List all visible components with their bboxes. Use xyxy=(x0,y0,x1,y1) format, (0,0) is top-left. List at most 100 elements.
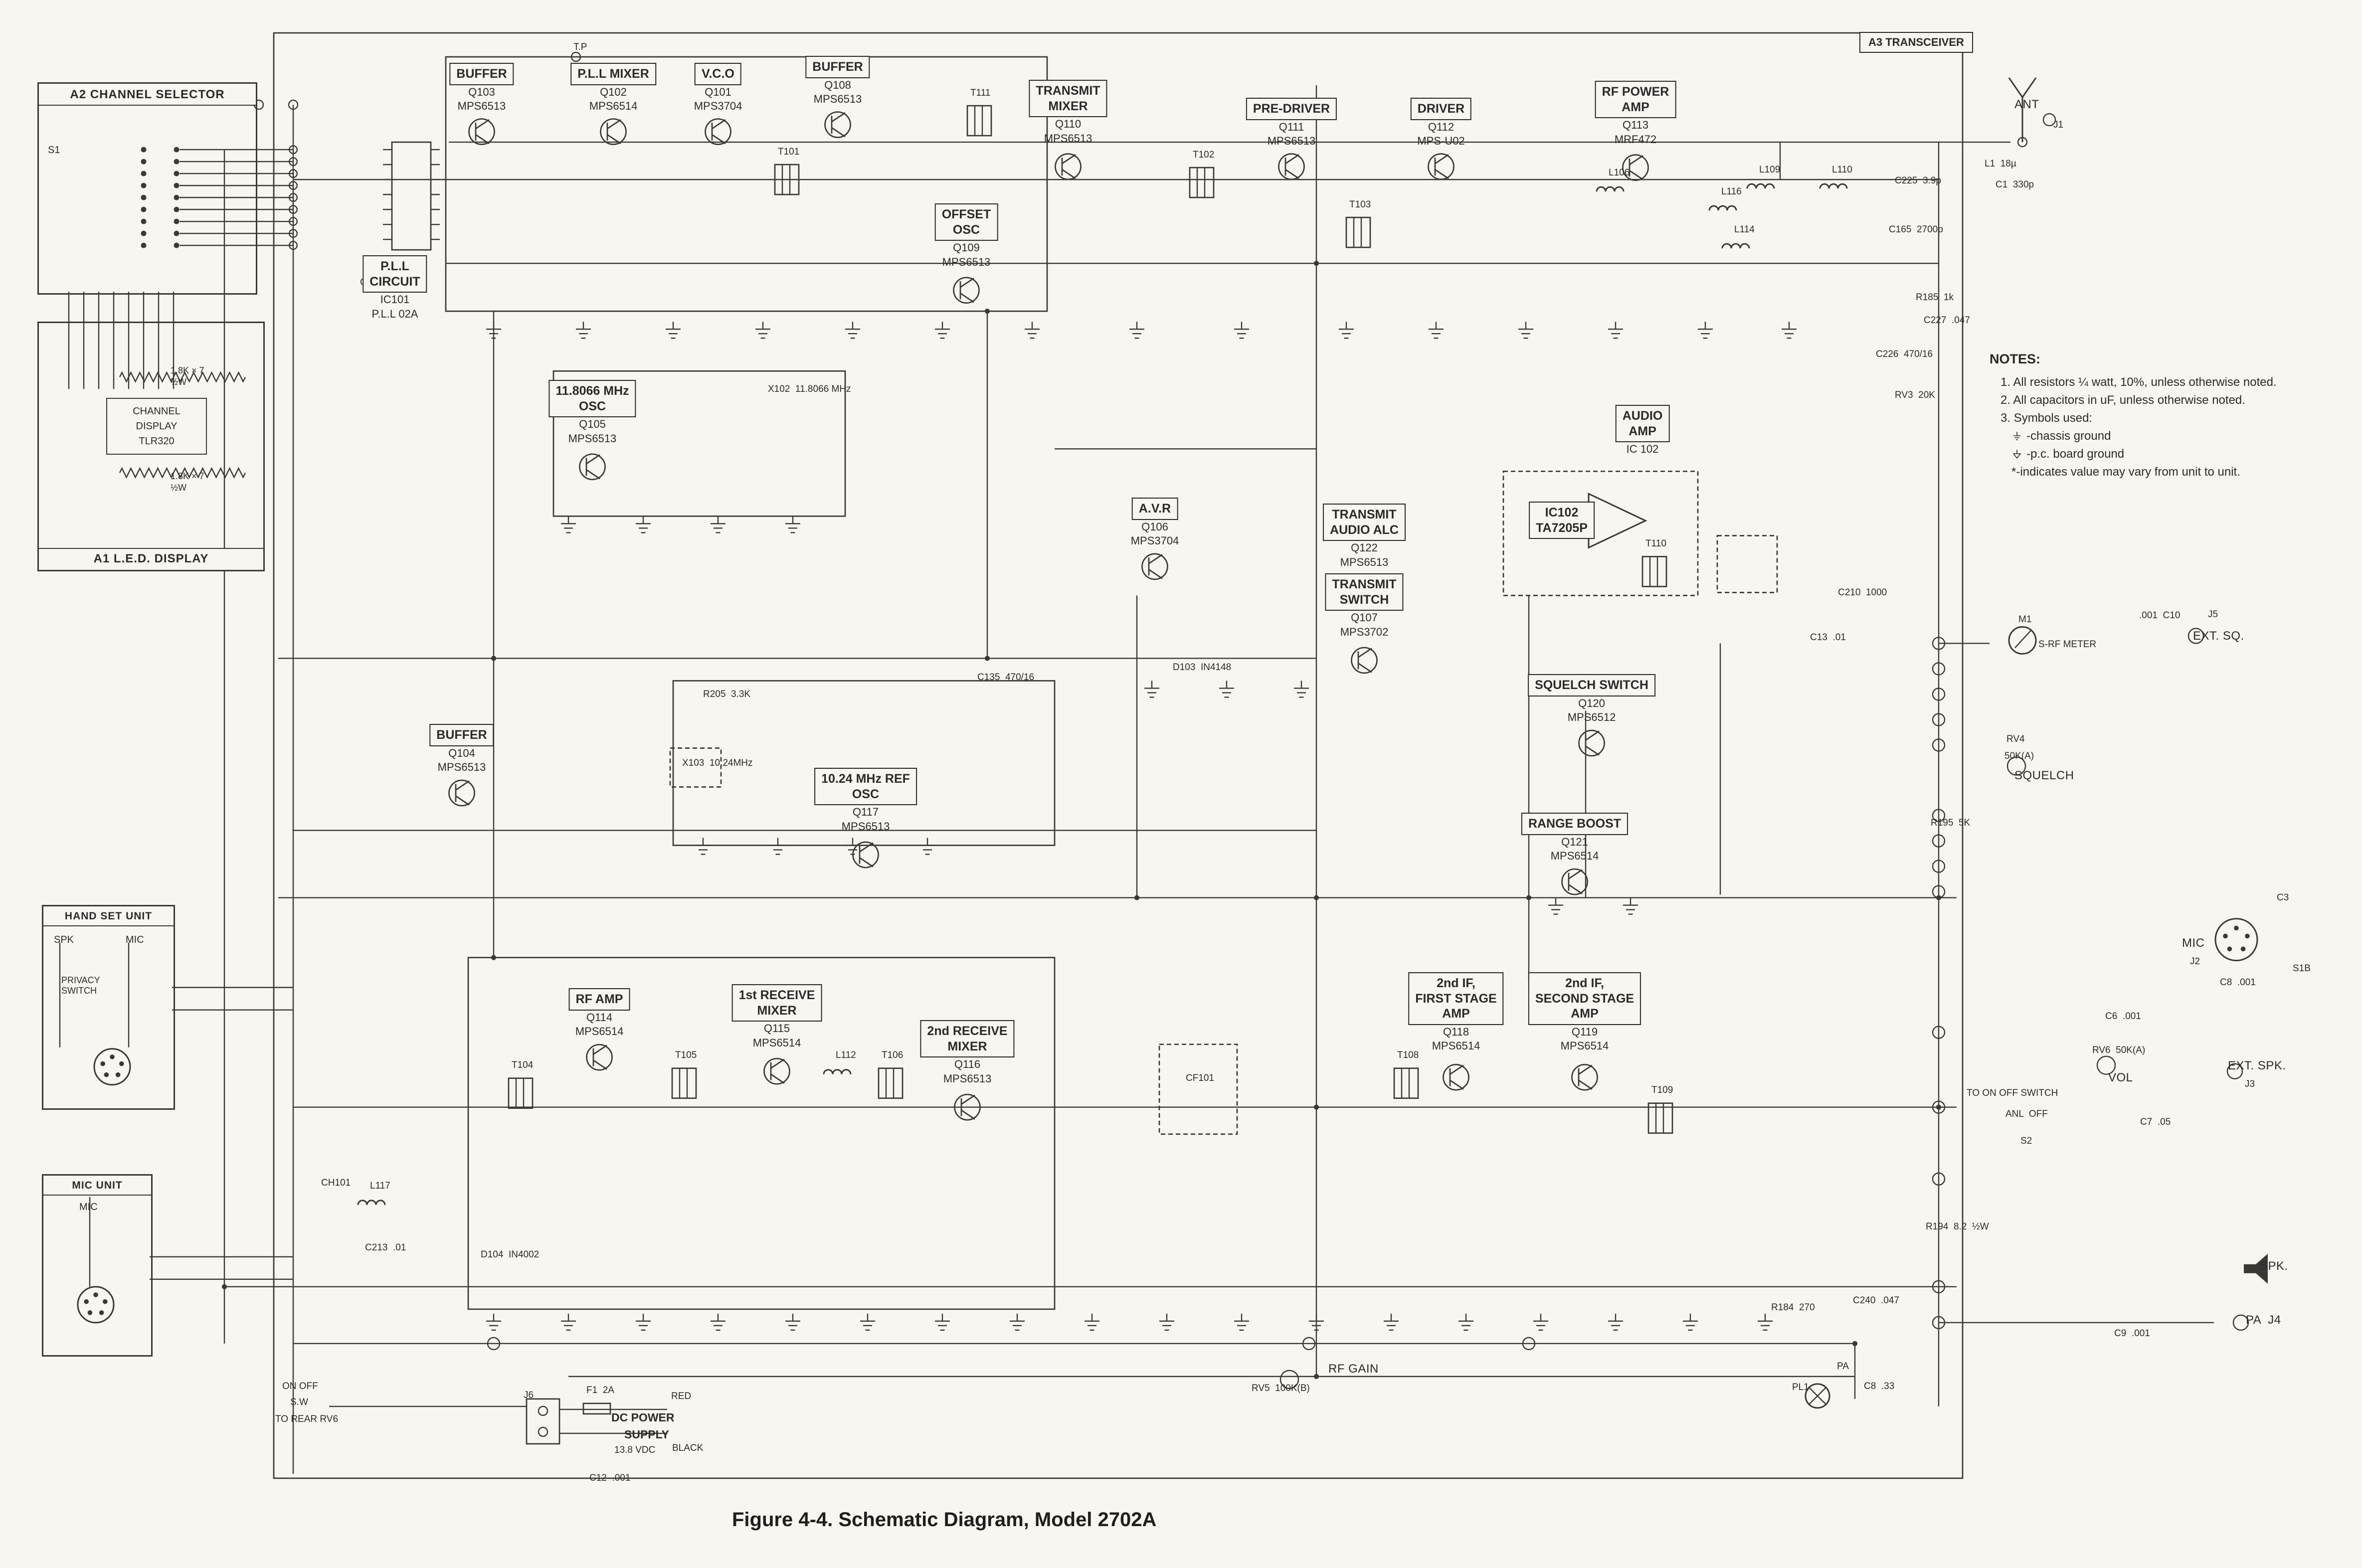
audio-amp-area xyxy=(1502,470,1699,596)
ground-icon xyxy=(920,838,935,855)
component-label: L109 xyxy=(1759,165,1781,175)
block-part-number: MPS6513 xyxy=(457,100,506,113)
resistor-value: 1.8K × 7 xyxy=(171,365,204,375)
channel-selector-switch-label: S1 xyxy=(48,145,60,156)
chip-part-number: TLR320 xyxy=(139,436,175,447)
selector-pin xyxy=(141,242,147,248)
component-label: J2 xyxy=(2190,956,2200,967)
connector-pin xyxy=(2240,946,2246,952)
ground-icon xyxy=(845,838,860,855)
block-reference: Q115 xyxy=(763,1022,790,1035)
block-function-line: 1st RECEIVE xyxy=(738,988,815,1002)
transistor-icon xyxy=(1622,154,1649,181)
antenna-icon xyxy=(2008,77,2037,143)
block-part-number: MPS6513 xyxy=(813,93,862,106)
component-label: RED xyxy=(671,1391,692,1401)
transformer-core xyxy=(974,106,983,136)
terminal xyxy=(1932,809,1946,822)
component-label: TO ON OFF SWITCH xyxy=(1967,1088,2058,1098)
component-label: R185 1k xyxy=(1916,292,1954,303)
control-label: PA J4 xyxy=(2246,1313,2281,1327)
transformer-icon xyxy=(1647,1102,1673,1134)
control-label: MIC xyxy=(2182,936,2205,950)
channel-selector-unit: A2 CHANNEL SELECTOR S1 xyxy=(37,82,257,295)
block-reference: Q121 xyxy=(1561,835,1588,848)
transistor-icon xyxy=(468,118,495,145)
terminal xyxy=(1932,1280,1946,1294)
figure-caption: Figure 4-4. Schematic Diagram, Model 270… xyxy=(732,1509,1157,1531)
transistor-leads xyxy=(475,119,490,145)
control-label: SPK. xyxy=(2260,1259,2288,1273)
block-part-number: MPS6513 xyxy=(943,1072,992,1085)
component-label: SUPPLY xyxy=(624,1428,669,1441)
terminal xyxy=(288,217,298,226)
ground-icon xyxy=(1518,322,1533,339)
junction-dot xyxy=(1313,1374,1319,1379)
osc-section xyxy=(552,370,846,517)
transistor-icon xyxy=(1443,1063,1469,1091)
block-reference: Q122 xyxy=(1351,541,1378,554)
block-reference: Q117 xyxy=(852,806,879,818)
component-label: L114 xyxy=(1734,224,1755,235)
block-reference: Q109 xyxy=(953,241,980,254)
block-function-line: TRANSMIT xyxy=(1036,84,1100,98)
resistor-network xyxy=(119,467,246,479)
transistor-leads xyxy=(592,1045,607,1070)
control-label: EXT. SPK. xyxy=(2228,1059,2286,1072)
transceiver-corner-label: A3 TRANSCEIVER xyxy=(1859,32,1973,53)
component-label: X102 11.8066 MHz xyxy=(768,384,851,394)
coil-icon xyxy=(1708,205,1737,211)
component-label: D104 IN4002 xyxy=(481,1249,540,1260)
terminal xyxy=(288,157,298,167)
transformer-icon xyxy=(966,105,992,137)
junction-dot xyxy=(1936,1104,1942,1110)
channel-selector-title: A2 CHANNEL SELECTOR xyxy=(39,84,256,106)
block-function-line: RF POWER xyxy=(1602,85,1669,99)
component-label: C1 330p xyxy=(1996,179,2034,190)
note-text: 3. Symbols used: xyxy=(2000,411,2093,425)
block-part-number: MPS3702 xyxy=(1340,625,1389,638)
transistor-icon xyxy=(600,118,627,145)
block-part-number: MPS6514 xyxy=(752,1036,801,1049)
transformer-icon xyxy=(671,1067,697,1099)
transistor-icon xyxy=(1571,1063,1598,1091)
component-label: T103 xyxy=(1349,199,1371,210)
component-label: J5 xyxy=(2208,609,2218,620)
transistor-icon xyxy=(763,1057,790,1085)
audio-amp-triangle xyxy=(1588,492,1647,549)
transceiver-border xyxy=(273,32,1964,1479)
transistor-icon xyxy=(586,1044,613,1071)
ground-icon xyxy=(576,322,591,339)
detail-area xyxy=(1716,534,1778,593)
component-label: C213 .01 xyxy=(365,1242,406,1253)
coil-icon xyxy=(1746,183,1775,189)
terminal xyxy=(1932,1100,1946,1114)
privacy-switch-label: PRIVACY SWITCH xyxy=(61,975,100,996)
connector-pin xyxy=(100,1061,105,1066)
transistor-leads xyxy=(831,112,846,138)
component-label: RV4 xyxy=(2006,734,2025,744)
transistor-icon xyxy=(1141,553,1168,580)
component-label: C226 470/16 xyxy=(1876,349,1933,359)
transformer-core xyxy=(1655,1103,1664,1133)
transformer-core xyxy=(781,165,791,195)
component-label: R194 8.2 ½W xyxy=(1926,1221,1989,1232)
connector-pin xyxy=(84,1299,89,1304)
selector-pin xyxy=(174,242,180,248)
component-label: C7 .05 xyxy=(2140,1117,2171,1127)
selector-pin xyxy=(174,171,180,176)
component-label: R184 270 xyxy=(1771,1302,1815,1313)
component-label: L117 xyxy=(370,1181,390,1191)
transistor-leads xyxy=(770,1058,785,1084)
transformer-icon xyxy=(1189,167,1215,198)
transformer-core xyxy=(515,1078,525,1108)
note-text: -chassis ground xyxy=(2026,429,2111,443)
ground-icon xyxy=(711,516,726,533)
